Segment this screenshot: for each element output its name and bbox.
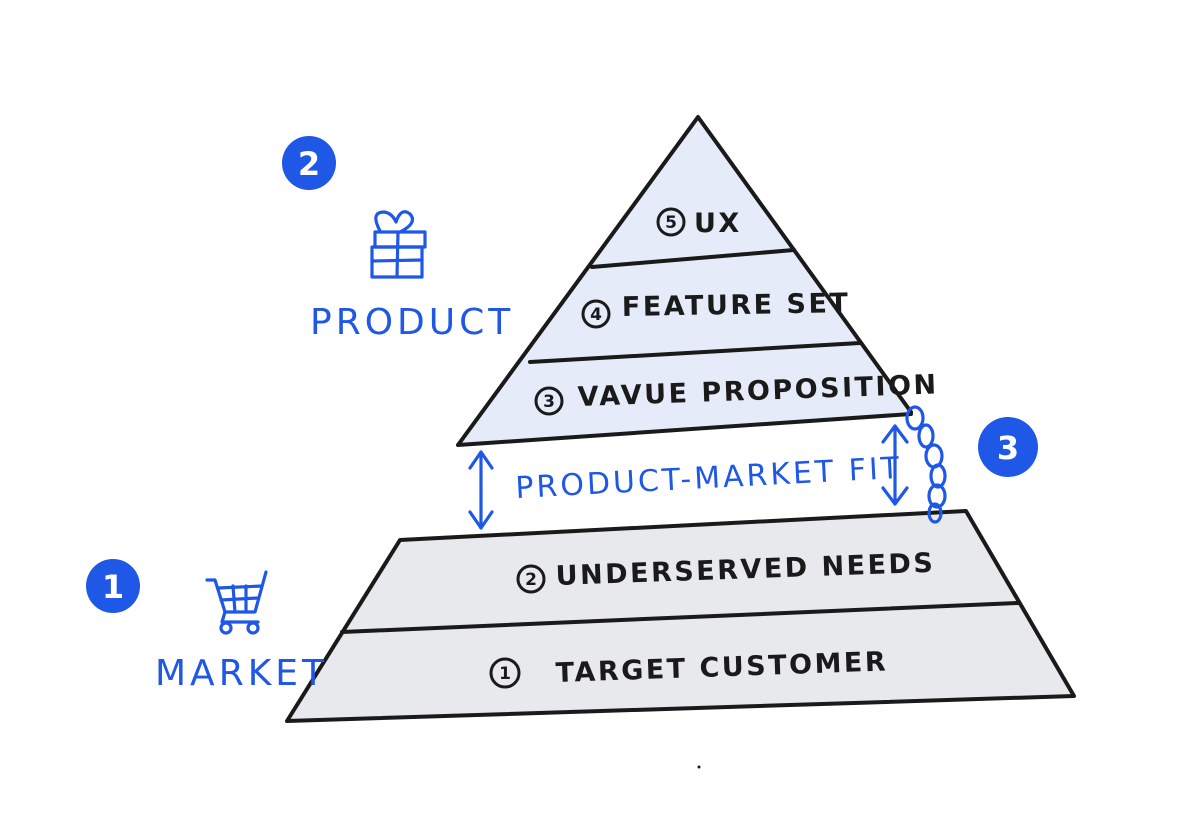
badge-circle: [978, 417, 1038, 477]
product-label: PRODUCT: [310, 302, 514, 343]
gift-box-icon: [370, 210, 427, 279]
market-base: [285, 509, 1076, 723]
ink-dot: [697, 765, 701, 769]
badge-number: 1: [102, 568, 124, 606]
layer-number: 2: [525, 570, 537, 590]
product-layer-divider: [590, 248, 796, 269]
layer-number: 5: [665, 213, 677, 233]
badge-product: 2: [282, 136, 336, 190]
layer-label: UX: [694, 208, 742, 239]
product-pyramid-fill: [458, 117, 911, 445]
product-pyramid: [456, 115, 913, 447]
double-arrow-icon: [881, 424, 909, 506]
market-base-outline: [285, 509, 1076, 723]
layer-number-circle: [516, 564, 546, 594]
product-pyramid-outline: [456, 115, 913, 447]
market-label: MARKET: [155, 653, 328, 694]
market-layer-divider: [340, 601, 1020, 634]
layer-label: FEATURE SET: [622, 288, 851, 323]
badge-number: 2: [298, 145, 320, 183]
layer-ux: 5 UX: [656, 207, 742, 239]
layer-number-circle: [534, 386, 564, 416]
layer-feature-set: 4 FEATURE SET: [581, 288, 851, 329]
badge-fit: 3: [978, 417, 1038, 477]
badge-number: 3: [997, 429, 1019, 467]
layer-number-circle: [581, 299, 611, 329]
fit-arrow-left: [468, 450, 494, 530]
badge-market: 1: [86, 559, 140, 613]
badge-circle: [282, 136, 336, 190]
layer-number: 1: [499, 664, 511, 684]
layer-number-circle: [656, 207, 686, 237]
shopping-cart-icon: [205, 570, 268, 635]
layer-number: 3: [543, 392, 555, 412]
fit-label: PRODUCT-MARKET FIT: [515, 451, 903, 506]
chain-link-icon: [905, 405, 947, 524]
layer-number-circle: [489, 657, 521, 689]
double-arrow-icon: [468, 450, 494, 530]
product-layer-divider: [528, 341, 862, 364]
layer-number: 4: [590, 305, 602, 325]
badge-circle: [86, 559, 140, 613]
fit-arrow-right: [881, 424, 909, 506]
